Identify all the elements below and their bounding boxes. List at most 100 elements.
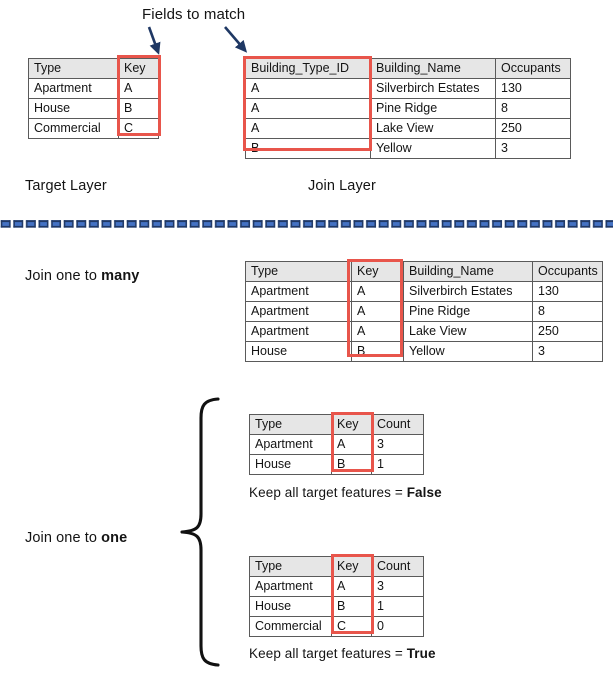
- table-row: Apartment A Silverbirch Estates 130: [245, 281, 603, 302]
- cell-building-type-id: B: [245, 138, 371, 159]
- cell-key: A: [351, 281, 404, 302]
- arrow-to-target-key-icon: [147, 26, 161, 55]
- one-to-one-true-table: Type Key Count Apartment A 3 House B 1 C…: [249, 556, 424, 637]
- cell-occupants: 3: [532, 341, 603, 362]
- column-header-building-name: Building_Name: [403, 261, 533, 282]
- table-row: Apartment A: [28, 78, 159, 99]
- cell-type: Apartment: [249, 434, 332, 455]
- cell-type: Apartment: [245, 301, 352, 322]
- target-layer-table: Type Key Apartment A House B Commercial …: [28, 58, 159, 139]
- fields-to-match-label: Fields to match: [142, 6, 246, 23]
- cell-occupants: 130: [495, 78, 571, 99]
- cell-occupants: 3: [495, 138, 571, 159]
- target-layer-caption: Target Layer: [25, 178, 107, 194]
- column-header-building-name: Building_Name: [370, 58, 496, 79]
- keep-all-false-value: False: [406, 485, 442, 500]
- column-header-count: Count: [371, 414, 424, 435]
- keep-all-true-caption: Keep all target features = True: [249, 645, 436, 663]
- table-row: A Lake View 250: [245, 118, 571, 139]
- column-header-building-type-id: Building_Type_ID: [245, 58, 371, 79]
- table-row: Apartment A 3: [249, 434, 424, 455]
- join-one-to-many-prefix: Join one to: [25, 268, 102, 284]
- table-row: B Yellow 3: [245, 138, 571, 159]
- curly-brace-icon: [180, 397, 220, 667]
- cell-key: A: [351, 301, 404, 322]
- cell-occupants: 8: [495, 98, 571, 119]
- cell-occupants: 130: [532, 281, 603, 302]
- cell-count: 3: [371, 576, 424, 597]
- table-row: A Silverbirch Estates 130: [245, 78, 571, 99]
- column-header-key: Key: [351, 261, 404, 282]
- cell-count: 3: [371, 434, 424, 455]
- cell-type: Apartment: [245, 281, 352, 302]
- cell-type: House: [249, 454, 332, 475]
- table-row: House B 1: [249, 454, 424, 475]
- cell-building-name: Yellow: [370, 138, 496, 159]
- cell-key: B: [351, 341, 404, 362]
- cell-type: Apartment: [249, 576, 332, 597]
- cell-key: A: [331, 576, 372, 597]
- cell-occupants: 250: [532, 321, 603, 342]
- join-one-to-many-emphasis: many: [101, 268, 140, 284]
- table-row: Commercial C: [28, 118, 159, 139]
- cell-type: House: [249, 596, 332, 617]
- one-to-many-result-table: Type Key Building_Name Occupants Apartme…: [245, 261, 603, 362]
- table-row: Apartment A Pine Ridge 8: [245, 301, 603, 322]
- keep-all-prefix: Keep all target features =: [249, 646, 407, 661]
- cell-occupants: 8: [532, 301, 603, 322]
- cell-building-name: Lake View: [403, 321, 533, 342]
- column-header-count: Count: [371, 556, 424, 577]
- cell-key: B: [118, 98, 159, 119]
- join-one-to-one-label: Join one to one: [25, 529, 127, 547]
- column-header-type: Type: [245, 261, 352, 282]
- cell-building-name: Silverbirch Estates: [403, 281, 533, 302]
- cell-count: 0: [371, 616, 424, 637]
- table-row: Commercial C 0: [249, 616, 424, 637]
- table-header-row: Type Key Count: [249, 556, 424, 577]
- cell-key: C: [118, 118, 159, 139]
- join-layer-table: Building_Type_ID Building_Name Occupants…: [245, 58, 571, 159]
- table-row: House B Yellow 3: [245, 341, 603, 362]
- column-header-key: Key: [331, 556, 372, 577]
- table-header-row: Type Key Building_Name Occupants: [245, 261, 603, 282]
- cell-count: 1: [371, 596, 424, 617]
- table-row: House B 1: [249, 596, 424, 617]
- join-one-to-many-label: Join one to many: [25, 267, 139, 285]
- column-header-type: Type: [249, 414, 332, 435]
- cell-key: B: [331, 596, 372, 617]
- join-one-to-one-prefix: Join one to: [25, 530, 102, 546]
- join-layer-caption: Join Layer: [308, 178, 376, 194]
- cell-type: Commercial: [249, 616, 332, 637]
- column-header-occupants: Occupants: [532, 261, 603, 282]
- table-row: Apartment A Lake View 250: [245, 321, 603, 342]
- cell-building-name: Lake View: [370, 118, 496, 139]
- cell-type: Apartment: [28, 78, 119, 99]
- column-header-type: Type: [249, 556, 332, 577]
- cell-count: 1: [371, 454, 424, 475]
- cell-key: A: [351, 321, 404, 342]
- one-to-one-false-table: Type Key Count Apartment A 3 House B 1: [249, 414, 424, 475]
- cell-type: House: [28, 98, 119, 119]
- join-one-to-one-emphasis: one: [101, 530, 128, 546]
- table-header-row: Type Key Count: [249, 414, 424, 435]
- keep-all-true-value: True: [406, 646, 436, 661]
- column-header-type: Type: [28, 58, 119, 79]
- column-header-key: Key: [331, 414, 372, 435]
- table-header-row: Building_Type_ID Building_Name Occupants: [245, 58, 571, 79]
- table-row: Apartment A 3: [249, 576, 424, 597]
- cell-building-name: Silverbirch Estates: [370, 78, 496, 99]
- cell-occupants: 250: [495, 118, 571, 139]
- cell-building-name: Yellow: [403, 341, 533, 362]
- section-divider: [0, 217, 613, 231]
- cell-type: Apartment: [245, 321, 352, 342]
- table-row: House B: [28, 98, 159, 119]
- cell-key: B: [331, 454, 372, 475]
- cell-key: C: [331, 616, 372, 637]
- table-header-row: Type Key: [28, 58, 159, 79]
- cell-building-type-id: A: [245, 118, 371, 139]
- table-row: A Pine Ridge 8: [245, 98, 571, 119]
- cell-key: A: [118, 78, 159, 99]
- cell-building-name: Pine Ridge: [370, 98, 496, 119]
- cell-building-type-id: A: [245, 78, 371, 99]
